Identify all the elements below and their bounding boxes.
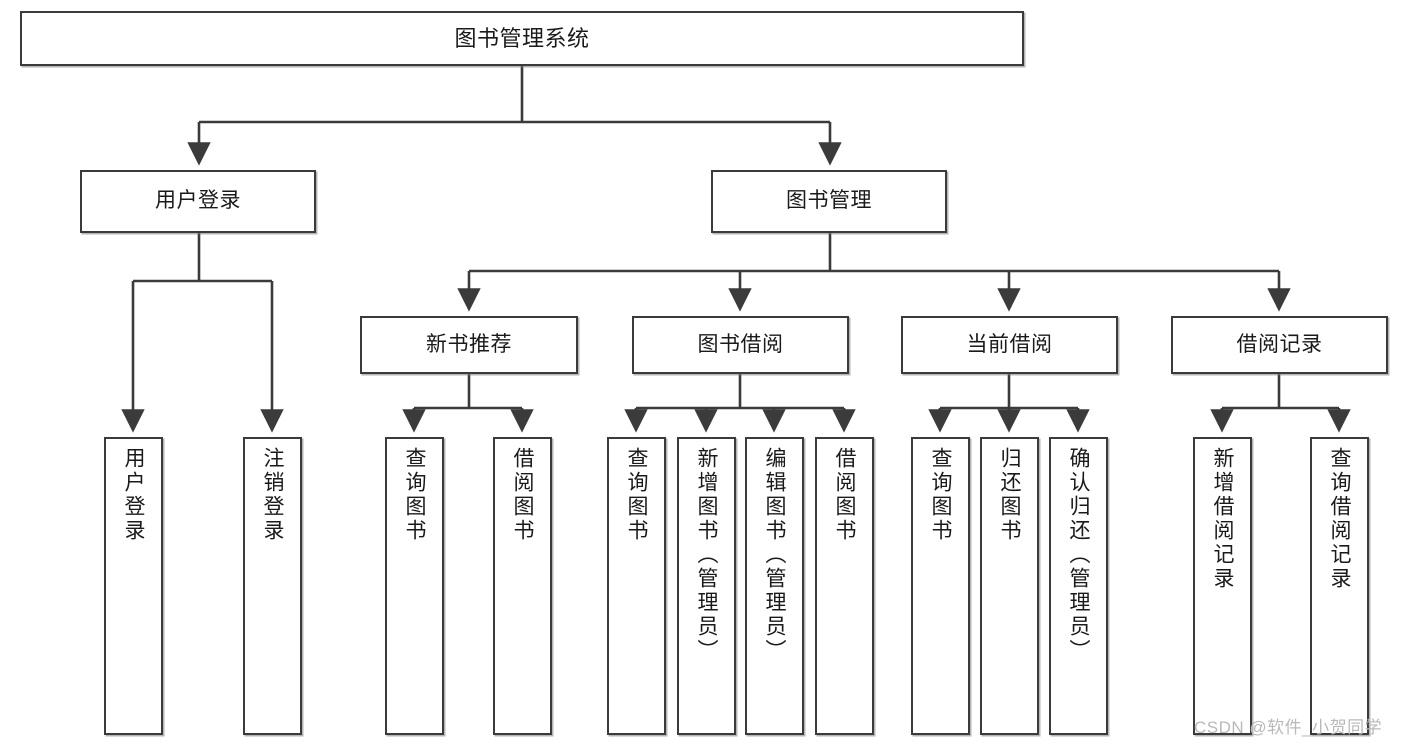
node-user-login[interactable]: 用户登录 xyxy=(80,170,316,233)
node-current-borrow[interactable]: 当前借阅 xyxy=(901,316,1118,374)
node-new-book-recommend[interactable]: 新书推荐 xyxy=(360,316,578,374)
node-leaf-borrow-book[interactable]: 借阅图书 xyxy=(815,437,874,735)
node-leaf-confirm-return-admin[interactable]: 确认归还（管理员） xyxy=(1049,437,1108,735)
node-leaf-query-book-new-label: 查询图书 xyxy=(403,447,426,543)
node-leaf-edit-book-admin[interactable]: 编辑图书（管理员） xyxy=(745,437,804,735)
node-leaf-query-book-borrow[interactable]: 查询图书 xyxy=(607,437,666,735)
node-leaf-logout[interactable]: 注销登录 xyxy=(243,437,302,735)
node-borrow-record-label: 借阅记录 xyxy=(1236,332,1323,356)
node-book-management[interactable]: 图书管理 xyxy=(711,170,947,233)
node-leaf-add-book-admin[interactable]: 新增图书（管理员） xyxy=(677,437,736,735)
node-leaf-add-borrow-record-label: 新增借阅记录 xyxy=(1211,447,1234,591)
node-current-borrow-label: 当前借阅 xyxy=(966,332,1053,356)
csdn-watermark: CSDN @软件_小贺同学 xyxy=(1194,718,1383,737)
node-leaf-edit-book-admin-label: 编辑图书（管理员） xyxy=(763,447,786,663)
node-leaf-add-borrow-record[interactable]: 新增借阅记录 xyxy=(1193,437,1252,735)
node-leaf-return-book-label: 归还图书 xyxy=(998,447,1021,543)
node-user-login-label: 用户登录 xyxy=(155,189,241,213)
node-leaf-query-book-current[interactable]: 查询图书 xyxy=(911,437,970,735)
node-leaf-borrow-book-label: 借阅图书 xyxy=(833,447,856,543)
node-leaf-query-book-new[interactable]: 查询图书 xyxy=(385,437,444,735)
node-leaf-user-login[interactable]: 用户登录 xyxy=(104,437,163,735)
node-root-system[interactable]: 图书管理系统 xyxy=(20,11,1024,66)
node-root-system-label: 图书管理系统 xyxy=(454,25,590,51)
node-leaf-query-borrow-record[interactable]: 查询借阅记录 xyxy=(1310,437,1369,735)
node-leaf-query-book-borrow-label: 查询图书 xyxy=(625,447,648,543)
node-leaf-confirm-return-admin-label: 确认归还（管理员） xyxy=(1067,447,1090,663)
node-leaf-borrow-book-new[interactable]: 借阅图书 xyxy=(493,437,552,735)
node-leaf-logout-label: 注销登录 xyxy=(261,447,284,543)
node-book-management-label: 图书管理 xyxy=(786,189,872,213)
node-book-borrow-label: 图书借阅 xyxy=(697,332,784,356)
node-leaf-user-login-label: 用户登录 xyxy=(122,447,145,543)
node-leaf-query-book-current-label: 查询图书 xyxy=(929,447,952,543)
node-leaf-borrow-book-new-label: 借阅图书 xyxy=(511,447,534,543)
node-leaf-return-book[interactable]: 归还图书 xyxy=(980,437,1039,735)
node-book-borrow[interactable]: 图书借阅 xyxy=(632,316,849,374)
node-leaf-add-book-admin-label: 新增图书（管理员） xyxy=(695,447,718,663)
node-borrow-record[interactable]: 借阅记录 xyxy=(1171,316,1388,374)
node-new-book-recommend-label: 新书推荐 xyxy=(426,332,512,356)
node-leaf-query-borrow-record-label: 查询借阅记录 xyxy=(1328,447,1351,591)
